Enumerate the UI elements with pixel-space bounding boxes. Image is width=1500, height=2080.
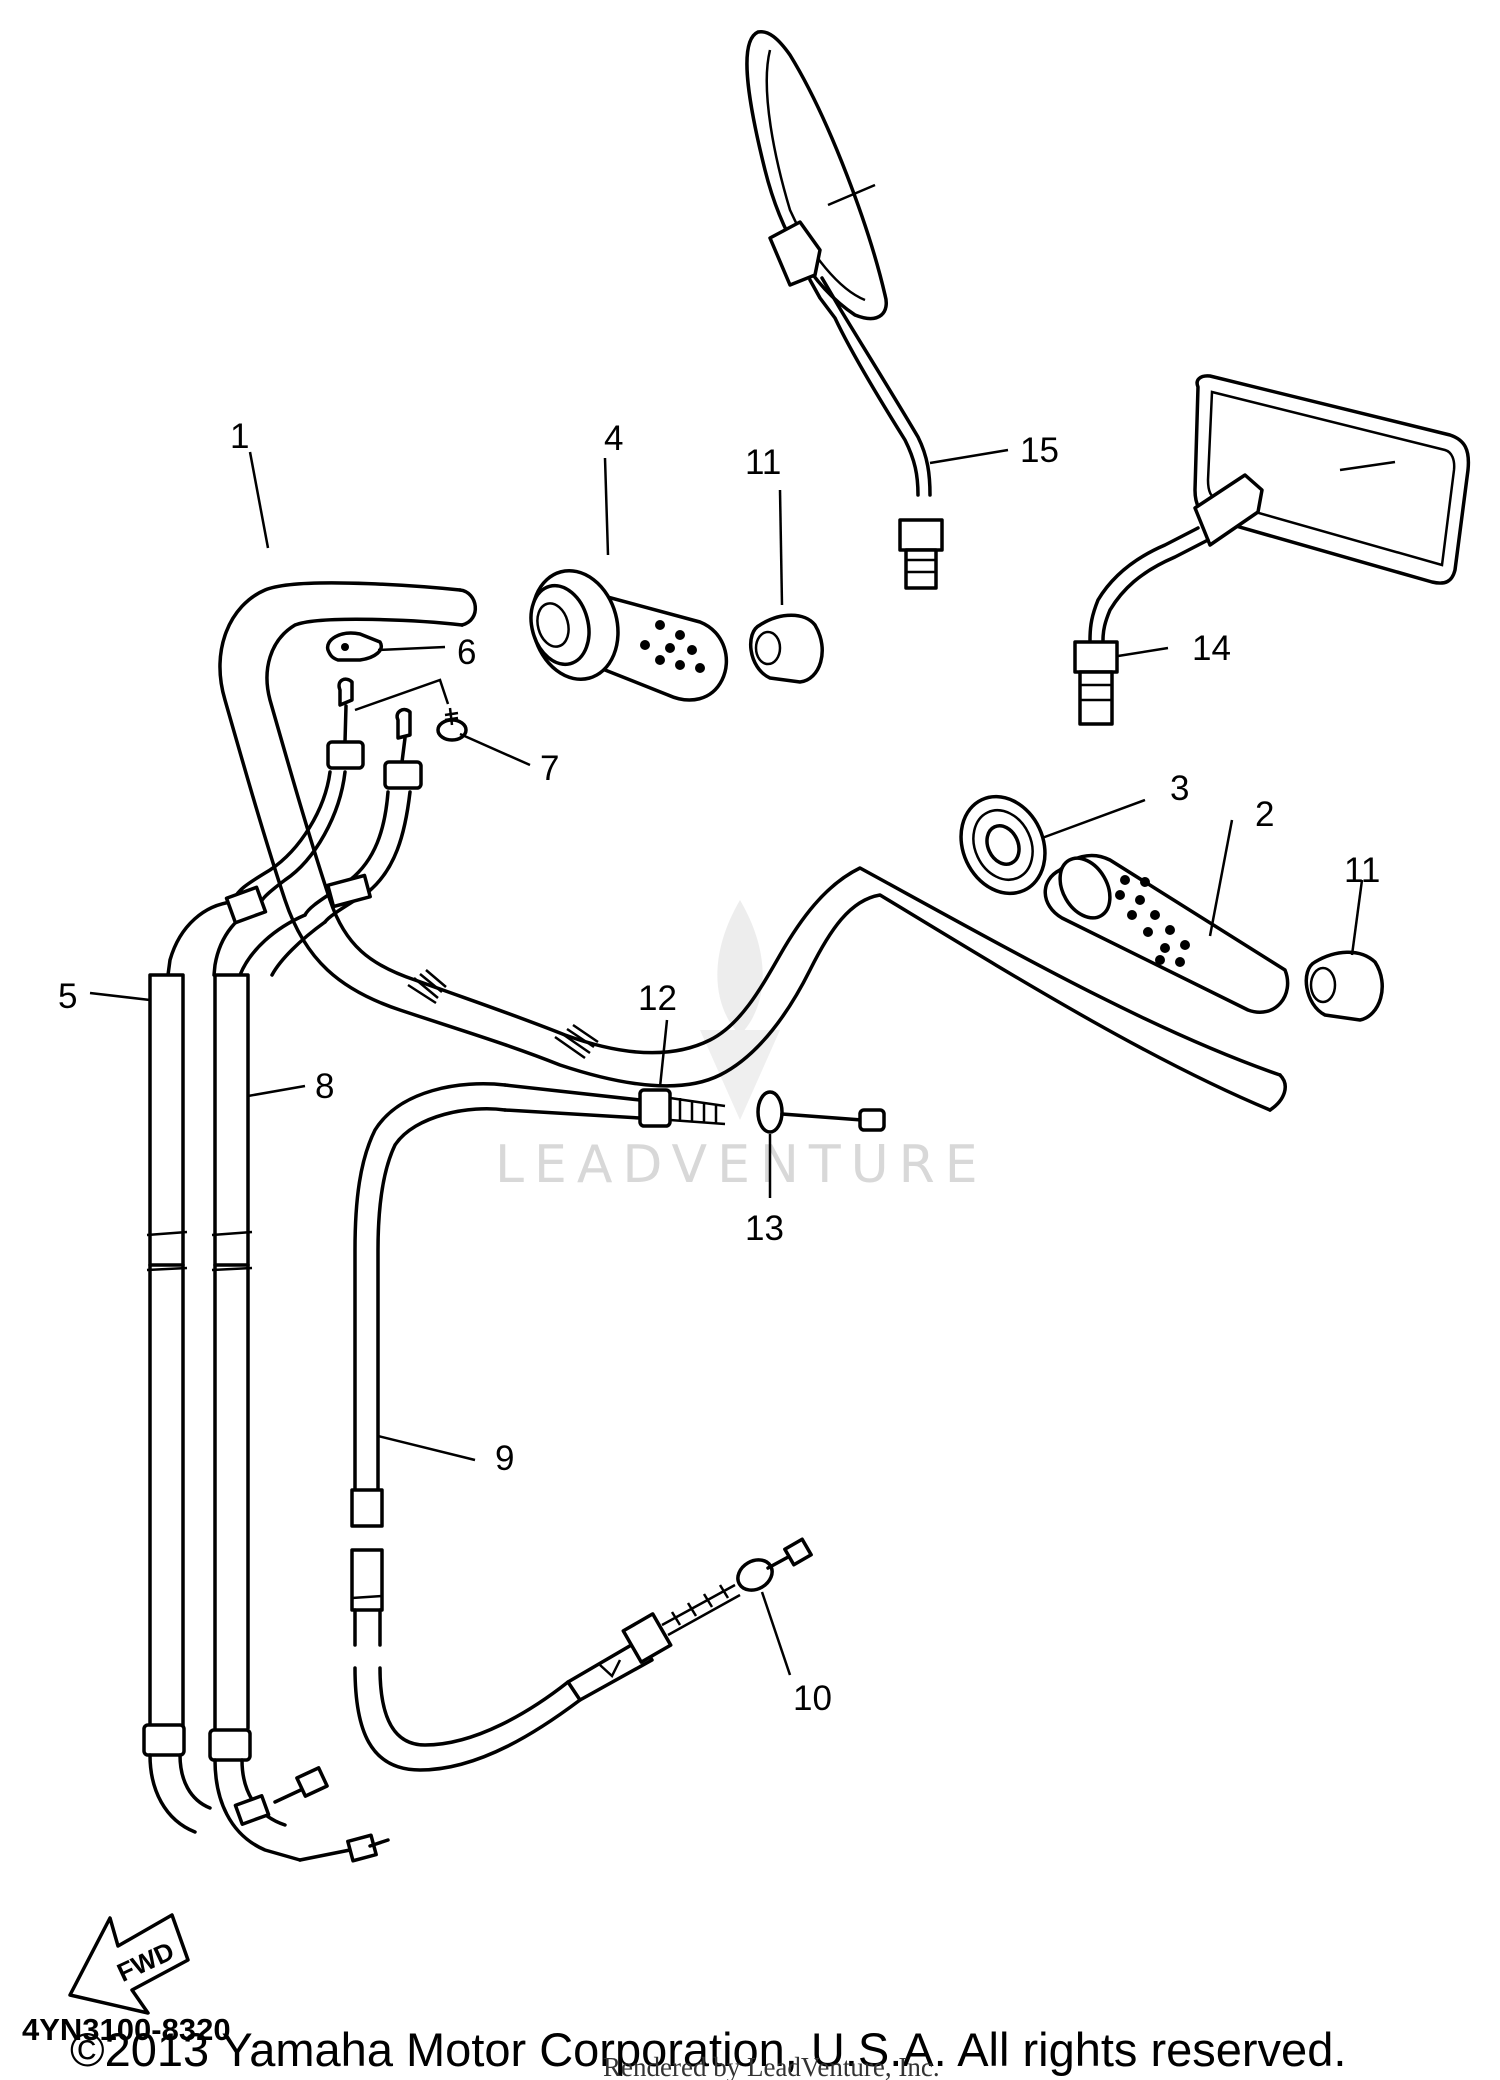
grip-dots-right xyxy=(1115,875,1190,967)
callout-14: 14 xyxy=(1192,629,1231,668)
bracket-line xyxy=(354,678,450,712)
callout-2: 2 xyxy=(1255,795,1274,834)
callout-10: 10 xyxy=(793,1679,832,1718)
part-11-end-weight-lower xyxy=(1304,950,1384,1022)
part-13-nut xyxy=(756,1090,886,1134)
rendered-by-text: Rendered by LeadVenture, Inc. xyxy=(603,2052,940,2080)
callout-7: 7 xyxy=(540,749,559,788)
part-7-screw xyxy=(436,707,468,742)
part-4-throttle-grip xyxy=(529,569,729,702)
part-1-handlebar xyxy=(218,581,1287,1112)
watermark-text: LEADVENTURE xyxy=(495,1135,988,1195)
callout-9: 9 xyxy=(495,1439,514,1478)
copyright-text: ©2013 Yamaha Motor Corporation, U.S.A. A… xyxy=(70,2023,1346,2076)
part-15-mirror-left xyxy=(745,29,944,590)
part-6-cable-joint xyxy=(325,631,383,662)
part-5-throttle-cable xyxy=(142,677,365,1834)
callout-12: 12 xyxy=(638,979,677,1018)
callout-3: 3 xyxy=(1170,769,1189,808)
leadventure-flame-logo xyxy=(700,900,780,1120)
leadventure-watermark: LEADVENTURE xyxy=(495,900,988,1195)
callout-4: 4 xyxy=(604,419,623,458)
part-code: 4YN3100-8320 xyxy=(22,2012,231,2047)
part-8-throttle-cable xyxy=(208,707,423,1863)
fwd-arrow: FWD xyxy=(68,1913,190,2015)
grip-dots-left xyxy=(640,620,705,673)
callout-15: 15 xyxy=(1020,431,1059,470)
callout-11-upper: 11 xyxy=(745,443,781,482)
part-12-adjuster xyxy=(503,1083,726,1128)
callout-11-lower: 11 xyxy=(1344,851,1380,890)
callout-1: 1 xyxy=(230,417,249,456)
part-2-grip xyxy=(1043,853,1290,1014)
part-3-grip-end xyxy=(959,794,1047,896)
callouts: 1 2 3 4 5 6 7 8 9 10 11 11 12 13 14 15 xyxy=(58,417,1380,1718)
part-11-end-weight-upper xyxy=(749,613,824,684)
part-9-clutch-cable xyxy=(350,1082,813,1772)
callout-8: 8 xyxy=(315,1067,334,1106)
callout-5: 5 xyxy=(58,977,77,1016)
leader-lines xyxy=(89,448,1364,1676)
callout-13: 13 xyxy=(745,1209,784,1248)
part-14-mirror-right xyxy=(1073,374,1471,726)
callout-6: 6 xyxy=(457,633,476,672)
